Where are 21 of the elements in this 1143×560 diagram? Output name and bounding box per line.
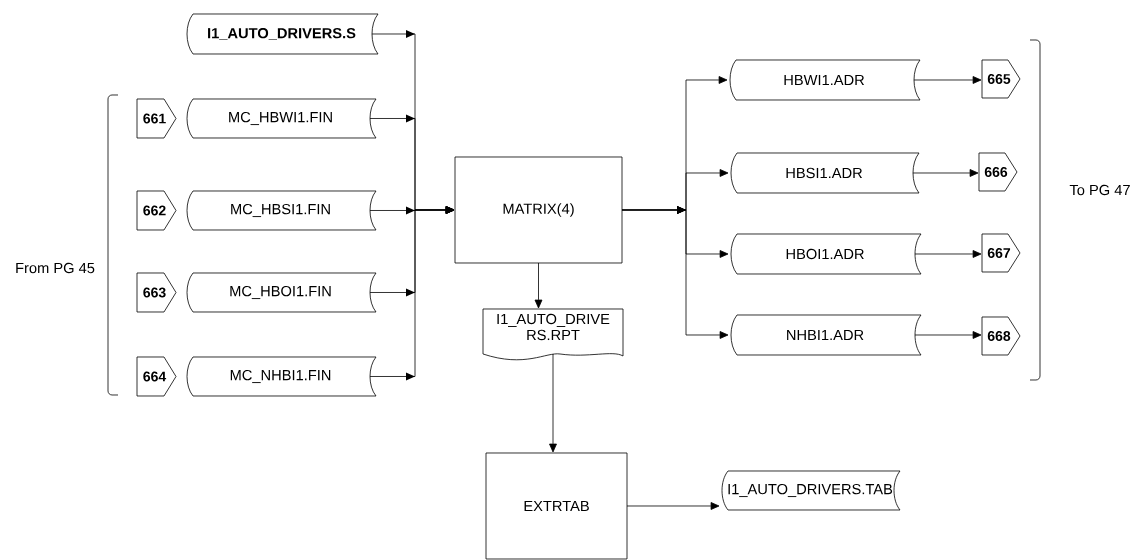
off-page-connector: 664	[136, 356, 177, 397]
off-page-connector: 663	[136, 272, 177, 313]
off-page-connector: 667	[981, 233, 1021, 273]
side-label: To PG 47	[1069, 184, 1130, 196]
arrow	[912, 169, 979, 177]
arrow	[626, 502, 720, 510]
arrow	[549, 353, 557, 453]
side-label: From PG 45	[16, 262, 95, 274]
off-page-connector: 662	[136, 190, 177, 231]
off-page-connector: 661	[136, 98, 177, 139]
off-page-connector: 668	[981, 316, 1021, 356]
off-page-connector: 666	[978, 152, 1018, 192]
arrow	[913, 76, 982, 84]
process-box: EXTRTAB	[485, 452, 628, 560]
arrow	[914, 250, 982, 258]
arrow	[914, 331, 982, 339]
off-page-connector: 665	[981, 59, 1021, 99]
process-box: MATRIX(4)	[454, 156, 623, 264]
arrow	[369, 206, 455, 381]
arrow	[621, 206, 729, 339]
arrow	[534, 262, 543, 309]
